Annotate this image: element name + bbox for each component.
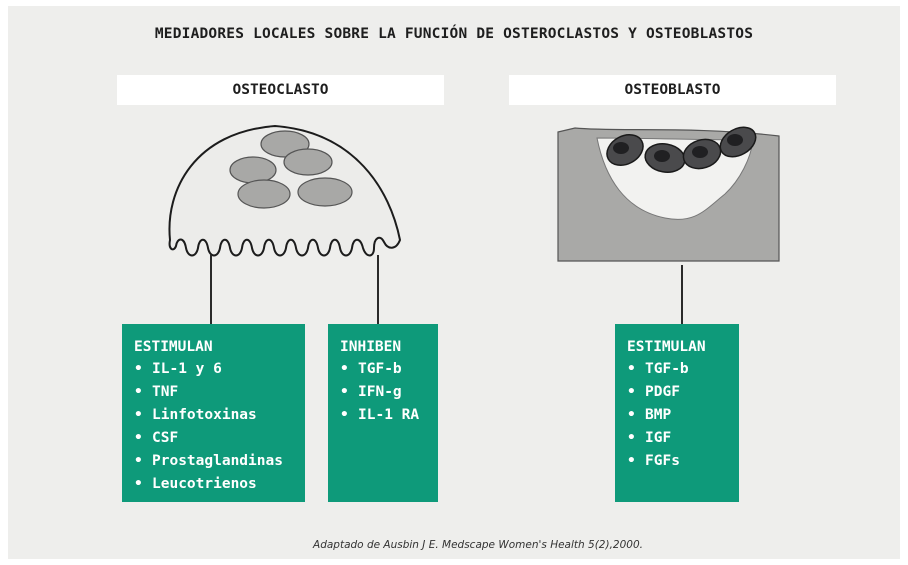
list-item-label: IL-1 RA: [358, 407, 419, 423]
list-item: •FGFs: [627, 450, 739, 473]
osteoclast-inhibit-box: INHIBEN •TGF-b •IFN-g •IL-1 RA: [328, 324, 438, 502]
list-item-label: TNF: [152, 384, 178, 400]
list-item: •IL-1 RA: [340, 404, 438, 427]
list-item-label: TGF-b: [358, 361, 402, 377]
osteoclast-header: OSTEOCLASTO: [117, 75, 444, 105]
bullet-icon: •: [627, 381, 645, 404]
bullet-icon: •: [134, 427, 152, 450]
osteoblast-header-label: OSTEOBLASTO: [624, 82, 720, 98]
osteoblast-nucleus: [727, 134, 743, 146]
list-item: •TGF-b: [627, 358, 739, 381]
list-item: •BMP: [627, 404, 739, 427]
list-item-label: Leucotrienos: [152, 476, 257, 492]
osteoblast-illustration: [555, 118, 781, 268]
list-item-label: IGF: [645, 430, 671, 446]
list-item-label: CSF: [152, 430, 178, 446]
list-item: •IL-1 y 6: [134, 358, 305, 381]
list-item-label: FGFs: [645, 453, 680, 469]
osteoblast-stimulate-heading: ESTIMULAN: [627, 336, 739, 358]
osteoblast-header: OSTEOBLASTO: [509, 75, 836, 105]
list-item: •Linfotoxinas: [134, 404, 305, 427]
bullet-icon: •: [340, 404, 358, 427]
list-item: •IGF: [627, 427, 739, 450]
list-item: •Prostaglandinas: [134, 450, 305, 473]
list-item: •IFN-g: [340, 381, 438, 404]
list-item: •CSF: [134, 427, 305, 450]
list-item-label: IFN-g: [358, 384, 402, 400]
osteoclast-nucleus: [284, 149, 332, 175]
list-item-label: TGF-b: [645, 361, 689, 377]
figure-title: MEDIADORES LOCALES SOBRE LA FUNCIÓN DE O…: [0, 26, 908, 42]
bullet-icon: •: [134, 473, 152, 496]
list-item: •Leucotrienos: [134, 473, 305, 496]
bullet-icon: •: [627, 450, 645, 473]
osteoblast-stimulate-list: •TGF-b •PDGF •BMP •IGF •FGFs: [627, 358, 739, 473]
bullet-icon: •: [134, 381, 152, 404]
osteoclast-stimulate-box: ESTIMULAN •IL-1 y 6 •TNF •Linfotoxinas •…: [122, 324, 305, 502]
bullet-icon: •: [134, 404, 152, 427]
source-caption: Adaptado de Ausbin J E. Medscape Women's…: [0, 539, 908, 551]
connector-line-osteoblast: [681, 265, 683, 324]
osteoblast-nucleus: [613, 142, 629, 154]
osteoblast-stimulate-box: ESTIMULAN •TGF-b •PDGF •BMP •IGF •FGFs: [615, 324, 739, 502]
source-caption-text: Adaptado de Ausbin J E. Medscape Women's…: [313, 539, 643, 551]
list-item-label: BMP: [645, 407, 671, 423]
connector-line-inhibit: [377, 255, 379, 324]
list-item-label: IL-1 y 6: [152, 361, 222, 377]
bullet-icon: •: [627, 427, 645, 450]
list-item-label: PDGF: [645, 384, 680, 400]
osteoclast-nucleus: [298, 178, 352, 206]
osteoclast-nucleus: [238, 180, 290, 208]
osteoblast-nucleus: [654, 150, 670, 162]
bullet-icon: •: [340, 358, 358, 381]
osteoclast-nucleus: [230, 157, 276, 183]
bullet-icon: •: [134, 450, 152, 473]
osteoclast-stimulate-list: •IL-1 y 6 •TNF •Linfotoxinas •CSF •Prost…: [134, 358, 305, 496]
list-item-label: Linfotoxinas: [152, 407, 257, 423]
osteoclast-inhibit-heading: INHIBEN: [340, 336, 438, 358]
bullet-icon: •: [627, 404, 645, 427]
connector-line-stimulate: [210, 255, 212, 324]
osteoclast-header-label: OSTEOCLASTO: [232, 82, 328, 98]
bullet-icon: •: [340, 381, 358, 404]
osteoclast-stimulate-heading: ESTIMULAN: [134, 336, 305, 358]
osteoclast-illustration: [150, 110, 412, 270]
list-item: •PDGF: [627, 381, 739, 404]
osteoblast-nucleus: [692, 146, 708, 158]
osteoclast-inhibit-list: •TGF-b •IFN-g •IL-1 RA: [340, 358, 438, 427]
list-item: •TGF-b: [340, 358, 438, 381]
list-item: •TNF: [134, 381, 305, 404]
bullet-icon: •: [134, 358, 152, 381]
bullet-icon: •: [627, 358, 645, 381]
list-item-label: Prostaglandinas: [152, 453, 283, 469]
